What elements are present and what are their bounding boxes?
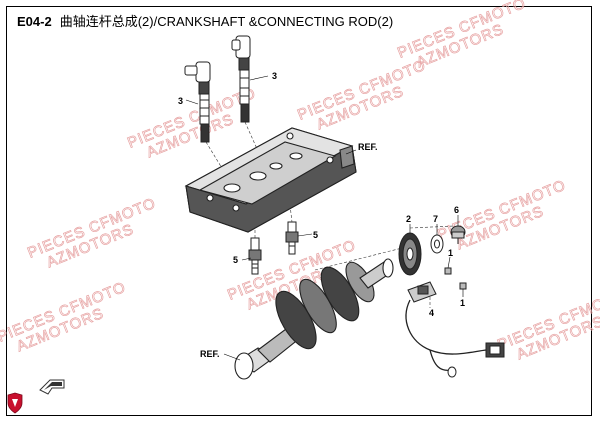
callout-sensor: 4	[429, 308, 434, 318]
page-frame	[6, 6, 592, 416]
shield-logo-icon	[7, 392, 23, 414]
cylinder-head-cover	[184, 127, 357, 233]
callout-bolt: 6	[454, 205, 459, 215]
cam-sprocket	[398, 232, 422, 276]
spark-plug-right	[285, 221, 299, 255]
callout-sprocket: 2	[406, 214, 411, 224]
watermark-4: PIECES CFMOTO AZMOTORS	[25, 194, 159, 271]
small-bolts	[444, 267, 467, 290]
watermark-8: PIECES CFMOTO AZMOTORS	[495, 286, 600, 363]
ref-crankshaft: REF.	[200, 349, 220, 359]
ignition-coil-left	[184, 61, 211, 143]
watermark-7: PIECES CFMOTO AZMOTORS	[0, 278, 129, 355]
crank-position-sensor	[405, 281, 505, 378]
washer	[430, 234, 444, 254]
leader-plug-left	[241, 257, 252, 261]
callout-washer: 7	[433, 214, 438, 224]
watermark-3: PIECES CFMOTO AZMOTORS	[435, 176, 569, 253]
watermark-2: PIECES CFMOTO AZMOTORS	[295, 56, 429, 133]
crankshaft	[234, 258, 394, 380]
page-title: E04-2 曲轴连杆总成(2)/CRANKSHAFT &CONNECTING RO…	[17, 11, 393, 30]
callout-plug-left: 5	[233, 255, 238, 265]
leader-coil-right	[249, 75, 269, 81]
callouts: 3 3 5 5 2 7 6 1 1 4	[178, 71, 465, 318]
ref-cylinder-head: REF.	[358, 142, 378, 152]
callout-small-bolt-upper: 1	[448, 248, 453, 258]
leader-plug-right	[297, 233, 313, 237]
ref-leader-crank	[223, 353, 241, 361]
ignition-coil-right	[231, 35, 251, 123]
leader-coil-left	[185, 99, 199, 105]
ref-labels: REF. REF.	[200, 142, 378, 361]
forward-arrow-icon	[39, 379, 65, 395]
callout-plug-right: 5	[313, 230, 318, 240]
callout-small-bolt-lower: 1	[460, 298, 465, 308]
spark-plug-left	[248, 237, 262, 275]
leader-small-bolt-upper	[447, 256, 451, 269]
sprocket-bolt	[450, 225, 466, 244]
callout-coil-right: 3	[272, 71, 277, 81]
diagram-code: E04-2	[17, 14, 52, 29]
ref-leader-head	[345, 149, 357, 155]
callout-coil-left: 3	[178, 96, 183, 106]
diagram-title: 曲轴连杆总成(2)/CRANKSHAFT &CONNECTING ROD(2)	[59, 14, 394, 29]
